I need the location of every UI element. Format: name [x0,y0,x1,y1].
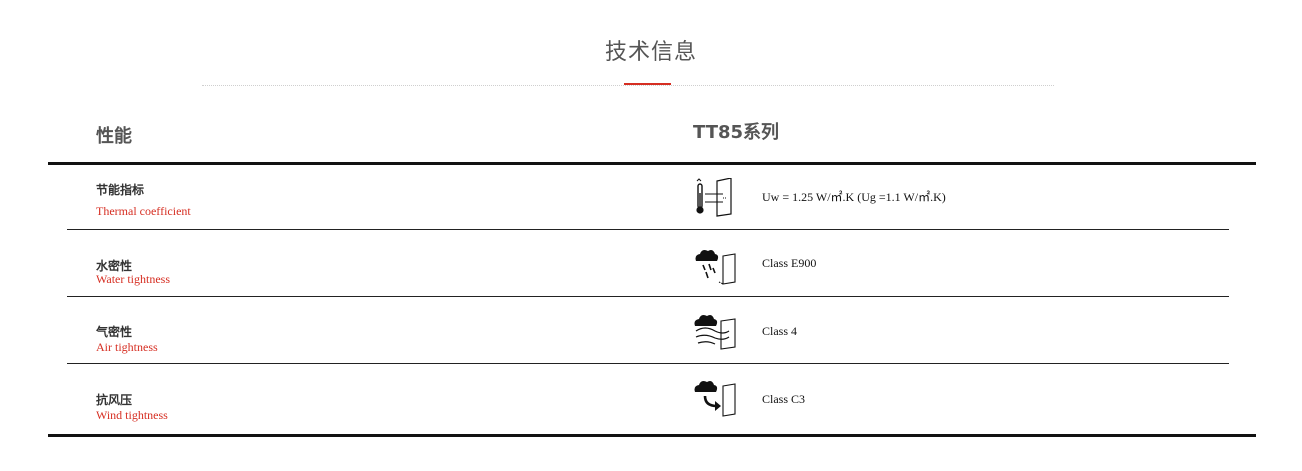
row-value: Class C3 [762,392,806,406]
column-header-performance: 性能 [96,126,132,147]
table-row: 抗风压 Wind tightness Class C3 [0,364,1302,434]
title-divider [202,85,1054,86]
row-label-en: Air tightness [96,340,158,354]
column-header-series: TT85系列 [693,122,780,143]
row-divider [67,363,1229,364]
row-label-en: Water tightness [96,272,171,286]
row-divider [67,229,1229,230]
table-row: 水密性 Water tightness Class E900 [0,230,1302,296]
table-row: 气密性 Air tightness Class 4 [0,297,1302,363]
row-value: Class 4 [762,324,798,338]
row-label-zh: 抗风压 [96,393,133,407]
row-label-en: Wind tightness [96,408,168,422]
wind-resistance-icon [694,381,736,417]
row-value: Uw = 1.25 W/㎡.K (Ug =1.1 W/㎡.K) [762,190,946,204]
air-tightness-icon [694,315,736,350]
table-top-rule [48,162,1256,165]
row-label-zh: 水密性 [96,259,133,273]
row-divider [67,296,1229,297]
table-bottom-rule [48,434,1256,437]
row-label-zh: 气密性 [96,325,133,339]
row-label-zh: 节能指标 [96,183,145,197]
row-label-en: Thermal coefficient [96,204,191,218]
water-tightness-icon [695,250,736,285]
thermal-coefficient-icon [696,178,732,217]
table-row: 节能指标 Thermal coefficient Uw = 1.25 W/㎡.K… [0,164,1302,230]
row-value: Class E900 [762,256,817,270]
title-accent-bar [624,83,671,85]
section-title: 技术信息 [604,40,697,65]
